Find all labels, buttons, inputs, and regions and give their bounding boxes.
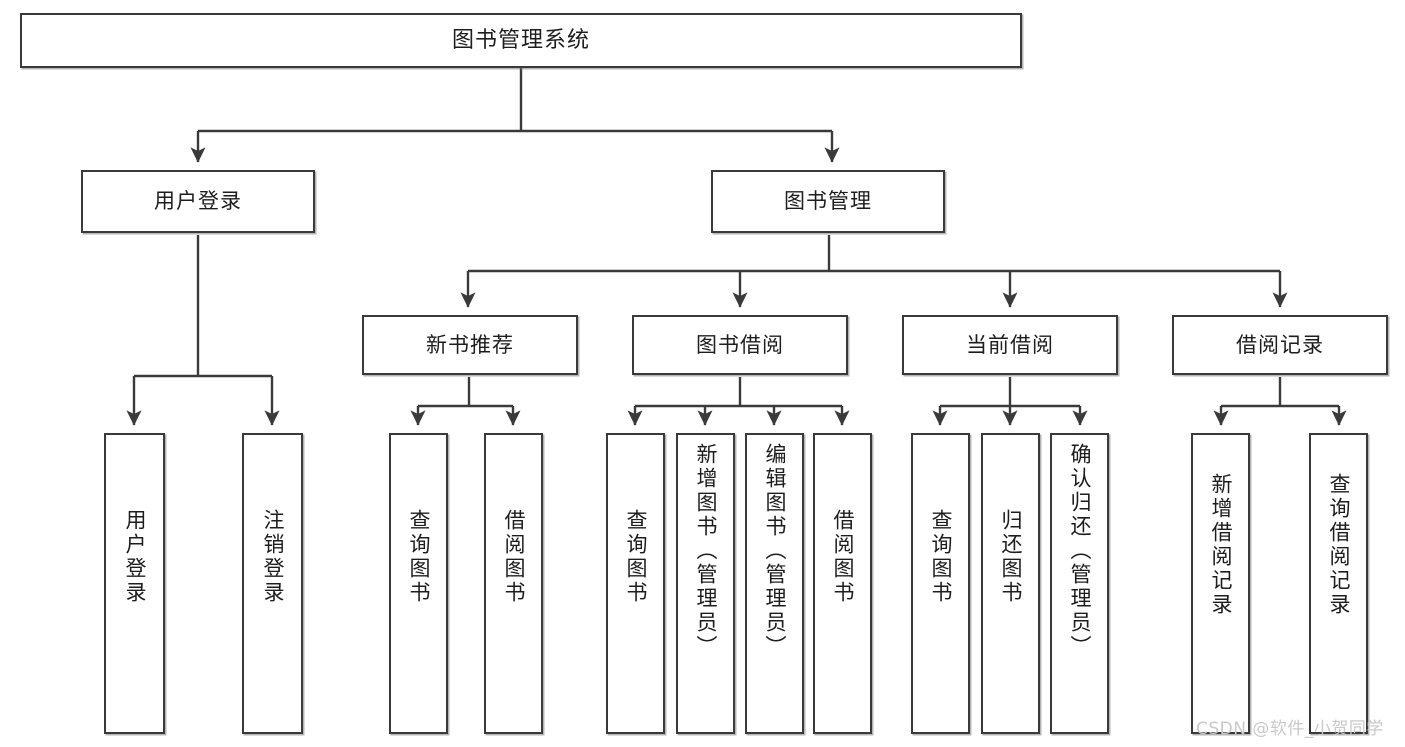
node-leaf-edit-book[interactable]: 编辑图书（管理员）: [745, 433, 804, 734]
node-leaf-user-login[interactable]: 用户登录: [104, 433, 165, 734]
node-book-manage-label: 图书管理: [784, 189, 872, 214]
node-new-book-recommend[interactable]: 新书推荐: [362, 315, 578, 375]
node-book-borrow-label: 图书借阅: [696, 332, 784, 357]
node-leaf-query-book-3[interactable]: 查询图书: [911, 433, 970, 734]
node-leaf-user-login-label: 用户登录: [123, 509, 147, 605]
node-leaf-add-book-label: 新增图书（管理员）: [694, 443, 718, 659]
node-borrow-record-label: 借阅记录: [1236, 332, 1324, 357]
node-leaf-logout[interactable]: 注销登录: [242, 433, 303, 734]
node-leaf-add-record-label: 新增借阅记录: [1209, 473, 1233, 617]
node-leaf-add-record[interactable]: 新增借阅记录: [1191, 433, 1250, 734]
node-leaf-borrow-book-2-label: 借阅图书: [831, 509, 855, 605]
node-leaf-add-book[interactable]: 新增图书（管理员）: [676, 433, 735, 734]
node-leaf-borrow-book-1[interactable]: 借阅图书: [484, 433, 543, 734]
node-book-manage[interactable]: 图书管理: [711, 170, 945, 233]
node-book-borrow[interactable]: 图书借阅: [632, 315, 848, 375]
node-root[interactable]: 图书管理系统: [20, 13, 1022, 68]
node-leaf-return-book-label: 归还图书: [999, 509, 1023, 605]
node-leaf-query-record-label: 查询借阅记录: [1327, 473, 1351, 617]
node-user-login[interactable]: 用户登录: [81, 170, 315, 233]
node-leaf-query-book-3-label: 查询图书: [929, 509, 953, 605]
node-leaf-return-book[interactable]: 归还图书: [981, 433, 1040, 734]
node-leaf-query-book-1[interactable]: 查询图书: [389, 433, 448, 734]
node-leaf-confirm-return-label: 确认归还（管理员）: [1068, 443, 1092, 659]
node-leaf-query-book-2[interactable]: 查询图书: [606, 433, 665, 734]
node-leaf-edit-book-label: 编辑图书（管理员）: [763, 443, 787, 659]
node-user-login-label: 用户登录: [154, 189, 242, 214]
node-leaf-query-book-2-label: 查询图书: [624, 509, 648, 605]
node-leaf-borrow-book-1-label: 借阅图书: [502, 509, 526, 605]
node-current-borrow[interactable]: 当前借阅: [902, 315, 1118, 375]
node-leaf-query-book-1-label: 查询图书: [407, 509, 431, 605]
node-root-label: 图书管理系统: [451, 27, 590, 53]
node-leaf-borrow-book-2[interactable]: 借阅图书: [813, 433, 872, 734]
node-leaf-query-record[interactable]: 查询借阅记录: [1309, 433, 1368, 734]
node-leaf-logout-label: 注销登录: [261, 509, 285, 605]
node-leaf-confirm-return[interactable]: 确认归还（管理员）: [1050, 433, 1109, 734]
node-current-borrow-label: 当前借阅: [966, 332, 1054, 357]
node-borrow-record[interactable]: 借阅记录: [1172, 315, 1388, 375]
node-new-book-recommend-label: 新书推荐: [426, 332, 514, 357]
